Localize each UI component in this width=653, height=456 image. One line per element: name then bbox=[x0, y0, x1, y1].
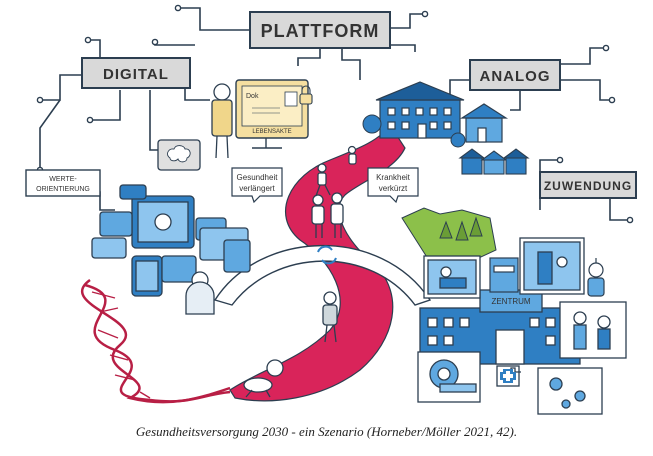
lab-panel bbox=[519, 237, 585, 295]
dna-icon bbox=[80, 278, 231, 404]
refresh-icon bbox=[317, 245, 337, 265]
zuwendung-box: ZUWENDUNG bbox=[539, 171, 637, 199]
connector-lines bbox=[39, 7, 630, 221]
krankheit-line2: verkürzt bbox=[379, 184, 408, 193]
care-panel bbox=[559, 301, 627, 359]
werte-orientierung-box: WERTE- ORIENTIERUNG bbox=[25, 169, 101, 197]
medical-cross-icon bbox=[500, 369, 516, 383]
consultation-panel bbox=[423, 255, 481, 299]
digital-box: DIGITAL bbox=[81, 57, 191, 89]
person-with-tablet-icon bbox=[185, 271, 215, 315]
lebensakte-label: LEBENSAKTE bbox=[252, 129, 291, 135]
analog-box: ANALOG bbox=[469, 59, 561, 91]
tree-icon bbox=[362, 114, 466, 148]
plattform-box: PLATTFORM bbox=[249, 11, 391, 49]
gesundheit-bubble: Gesundheit verlängert bbox=[231, 167, 283, 204]
brain-icon bbox=[157, 139, 201, 171]
virus-panel bbox=[537, 367, 603, 415]
krankheit-bubble: Krankheit verkürzt bbox=[367, 167, 419, 204]
crawling-baby-icon bbox=[243, 359, 284, 398]
gesundheit-line1: Gesundheit bbox=[237, 173, 279, 182]
monitor-text: Dok bbox=[246, 93, 259, 100]
werte-label-line2: ORIENTIERUNG bbox=[36, 186, 90, 193]
scanner-panel bbox=[417, 351, 481, 403]
zentrum-label: ZENTRUM bbox=[491, 297, 530, 306]
werte-label-line1: WERTE- bbox=[49, 176, 77, 183]
krankheit-line1: Krankheit bbox=[376, 173, 411, 182]
hospital-bed-panel bbox=[489, 257, 519, 293]
plattform-label: PLATTFORM bbox=[261, 21, 380, 41]
connector-dots bbox=[36, 4, 634, 224]
runner-icon bbox=[315, 163, 331, 197]
zuwendung-label: ZUWENDUNG bbox=[544, 179, 632, 193]
robot-icon bbox=[587, 258, 605, 297]
bridge-icon bbox=[213, 244, 432, 306]
walking-person-icon bbox=[347, 145, 357, 165]
walking-person-icon bbox=[322, 291, 338, 343]
couple-icon bbox=[311, 192, 344, 238]
digital-label: DIGITAL bbox=[103, 66, 169, 83]
house-row-icon bbox=[458, 148, 530, 175]
gesundheit-line2: verlängert bbox=[239, 184, 275, 193]
life-path bbox=[229, 123, 406, 402]
monitor-icon: Dok LEBENSAKTE bbox=[235, 79, 309, 149]
doctor-icon bbox=[211, 83, 233, 159]
house-icon bbox=[375, 81, 465, 139]
virus-icon bbox=[549, 377, 586, 409]
figure-caption: Gesundheitsversorgung 2030 - ein Szenari… bbox=[135, 424, 518, 439]
analog-label: ANALOG bbox=[480, 68, 551, 85]
lock-icon bbox=[299, 85, 313, 105]
house-icon bbox=[459, 103, 509, 143]
digital-devices bbox=[91, 184, 251, 297]
landscape-icon bbox=[401, 207, 497, 263]
